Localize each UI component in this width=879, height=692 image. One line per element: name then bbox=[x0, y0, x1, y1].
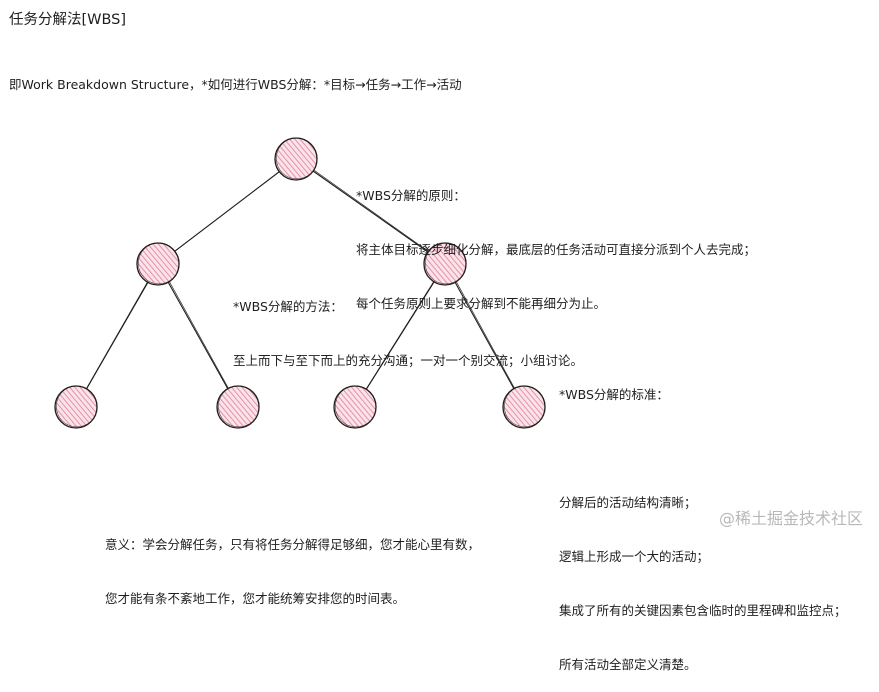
tree-edge bbox=[296, 157, 446, 264]
page-title: 任务分解法[WBS] bbox=[9, 12, 127, 28]
tree-node-outline bbox=[56, 385, 98, 428]
standard-heading: *WBS分解的标准： bbox=[559, 387, 669, 402]
tree-edge bbox=[75, 263, 159, 408]
method-block: *WBS分解的方法： 至上而下与至下而上的充分沟通；一对一个别交流；小组讨论。 bbox=[233, 262, 583, 388]
tree-edge bbox=[354, 263, 446, 408]
tree-node-outline bbox=[425, 242, 467, 285]
tree-node-outline bbox=[504, 385, 546, 428]
tree-edge bbox=[444, 263, 525, 408]
standard-line: 集成了所有的关键因素包含临时的里程碑和监控点； bbox=[559, 603, 847, 618]
meaning-line: 您才能有条不紊地工作，您才能统筹安排您的时间表。 bbox=[105, 591, 406, 606]
meaning-block: 意义：学会分解任务，只有将任务分解得足够细，您才能心里有数， 您才能有条不紊地工… bbox=[105, 500, 480, 626]
standard-line: 逻辑上形成一个大的活动； bbox=[559, 549, 710, 564]
principle-block: *WBS分解的原则： 将主体目标逐步细化分解，最底层的任务活动可直接分派到个人去… bbox=[356, 151, 756, 331]
principle-line: 将主体目标逐步细化分解，最底层的任务活动可直接分派到个人去完成； bbox=[356, 242, 757, 257]
intro-text: 即Work Breakdown Structure，*如何进行WBS分解：*目标… bbox=[9, 77, 462, 92]
tree-node-outline bbox=[218, 385, 260, 428]
tree-edge bbox=[158, 157, 298, 264]
principle-line: 每个任务原则上要求分解到不能再细分为止。 bbox=[356, 296, 607, 311]
wbs-tree-diagram bbox=[54, 137, 546, 429]
tree-edge bbox=[295, 158, 446, 265]
tree-edge bbox=[157, 263, 239, 408]
tree-edge bbox=[355, 262, 447, 407]
tree-edges bbox=[75, 157, 525, 408]
method-heading: *WBS分解的方法： bbox=[233, 299, 343, 314]
tree-node-outline bbox=[335, 385, 377, 428]
tree-node-outline bbox=[276, 137, 318, 180]
meaning-line: 意义：学会分解任务，只有将任务分解得足够细，您才能心里有数， bbox=[105, 537, 481, 552]
tree-node-outline bbox=[138, 242, 180, 285]
tree-edge bbox=[158, 262, 239, 407]
tree-edge bbox=[445, 262, 525, 407]
standard-line: 分解后的活动结构清晰； bbox=[559, 495, 697, 510]
principle-heading: *WBS分解的原则： bbox=[356, 188, 466, 203]
watermark: @稀土掘金技术社区 bbox=[718, 509, 863, 528]
standard-line bbox=[559, 440, 847, 458]
tree-nodes bbox=[54, 137, 546, 429]
tree-edge bbox=[76, 262, 160, 407]
standard-line: 所有活动全部定义清楚。 bbox=[559, 657, 697, 672]
method-line: 至上而下与至下而上的充分沟通；一对一个别交流；小组讨论。 bbox=[233, 353, 584, 368]
